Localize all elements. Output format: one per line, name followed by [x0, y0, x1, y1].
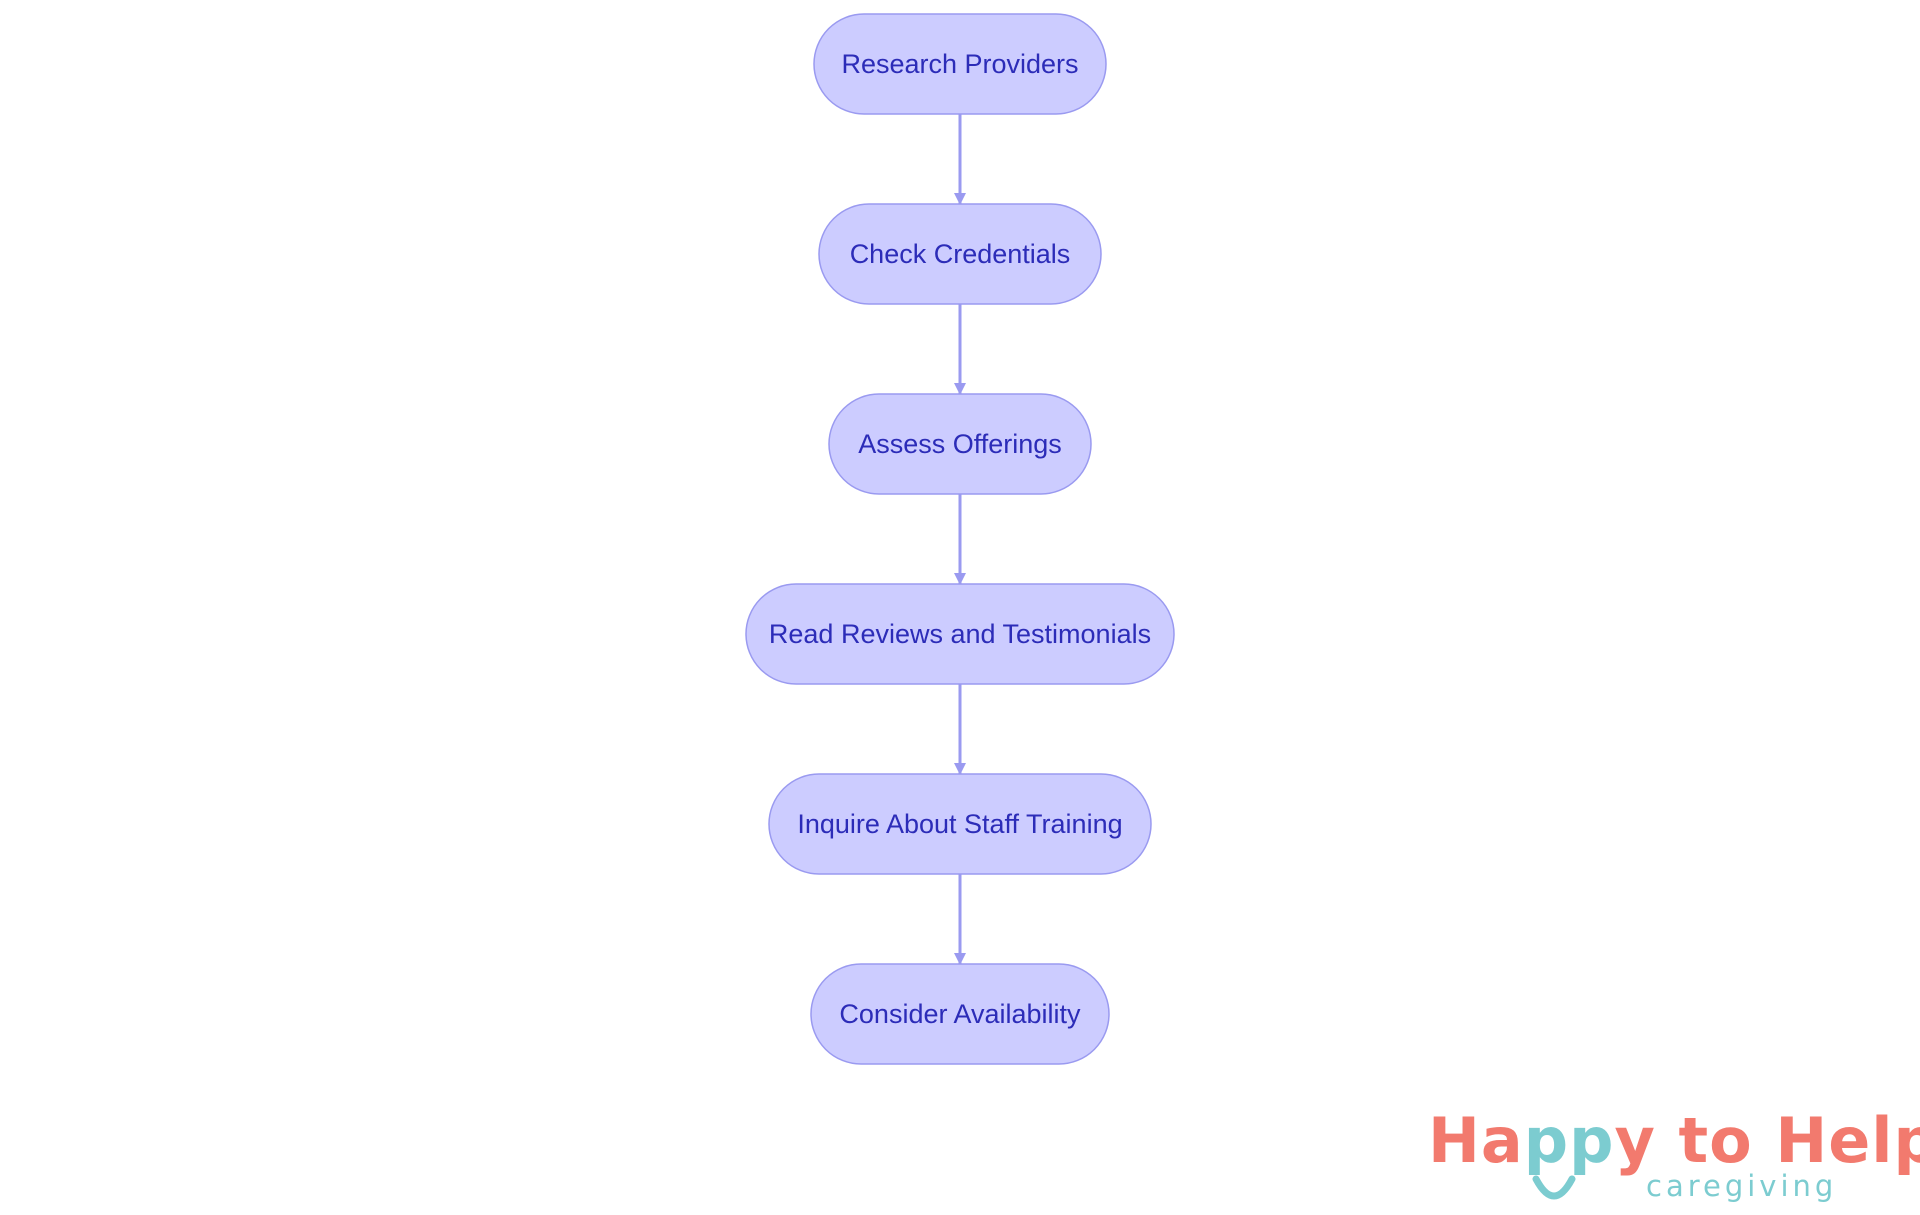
flow-node-shape [818, 203, 1102, 305]
flow-node-n1: Research Providers [813, 13, 1107, 115]
flow-node-n4: Read Reviews and Testimonials [745, 583, 1175, 685]
flow-node-n3: Assess Offerings [828, 393, 1092, 495]
flow-node-label: Check Credentials [850, 239, 1071, 269]
flow-node-shape [810, 963, 1110, 1065]
flow-node-label: Research Providers [841, 49, 1078, 79]
flow-node-label: Assess Offerings [858, 429, 1062, 459]
flow-node-label: Read Reviews and Testimonials [769, 619, 1151, 649]
flow-node-label: Consider Availability [839, 999, 1081, 1029]
happy-to-help-logo: Happy to Help caregiving [1420, 1105, 1920, 1205]
flow-node-shape [745, 583, 1175, 685]
flow-node-n5: Inquire About Staff Training [768, 773, 1152, 875]
flow-node-n6: Consider Availability [810, 963, 1110, 1065]
flow-node-shape [813, 13, 1107, 115]
flow-node-shape [768, 773, 1152, 875]
logo-wordmark: Happy to Help [1428, 1104, 1920, 1177]
flow-node-n2: Check Credentials [818, 203, 1102, 305]
flow-node-label: Inquire About Staff Training [797, 809, 1122, 839]
flow-node-shape [828, 393, 1092, 495]
logo-tagline: caregiving [1646, 1169, 1838, 1203]
logo-smile-icon [1532, 1175, 1576, 1200]
